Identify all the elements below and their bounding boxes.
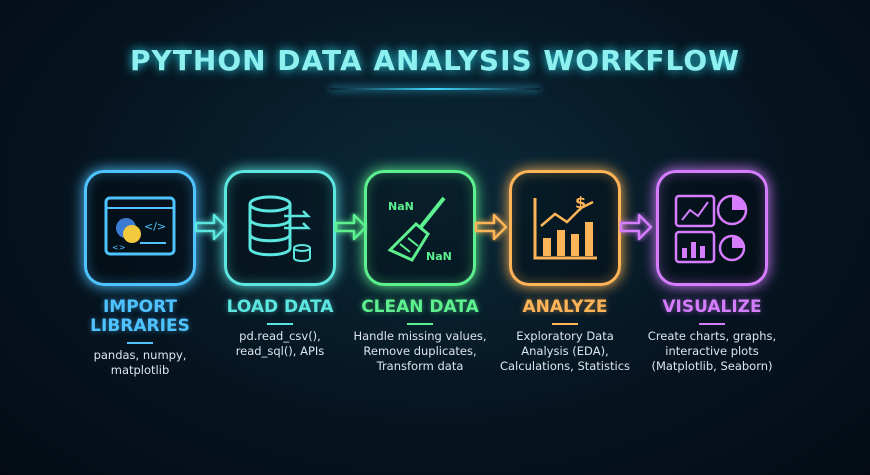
svg-text:<>: <> <box>112 243 125 252</box>
python-code-window-icon: </> <> <box>104 196 176 256</box>
arrow-right-icon <box>334 213 368 241</box>
step-description: Handle missing values, Remove duplicates… <box>353 329 487 373</box>
page-title: PYTHON DATA ANALYSIS WORKFLOW <box>129 44 741 77</box>
label-underline <box>552 323 578 325</box>
trend-chart-icon: $ <box>533 193 597 260</box>
step-box: </> <> <box>84 170 196 286</box>
workflow-step: NaN NaN CLEAN DATA Handle missing values,… <box>350 170 490 374</box>
step-label: VISUALIZE <box>662 297 762 317</box>
workflow-step: LOAD DATA pd.read_csv(), read_sql(), API… <box>210 170 350 359</box>
step-label: CLEAN DATA <box>361 297 479 317</box>
step-description: pd.read_csv(), read_sql(), APIs <box>235 329 325 358</box>
svg-text:</>: </> <box>144 220 166 233</box>
arrow-right-icon <box>619 213 653 241</box>
workflow-step: VISUALIZE Create charts, graphs, interac… <box>642 170 782 374</box>
workflow-step: </> <> IMPORT LIBRARIES pandas, numpy, ma… <box>70 170 210 378</box>
database-icon <box>248 195 312 262</box>
step-box <box>224 170 336 286</box>
step-description: Exploratory Data Analysis (EDA), Calcula… <box>499 329 631 373</box>
step-description: Create charts, graphs, interactive plots… <box>647 329 777 373</box>
arrow-right-icon <box>194 213 228 241</box>
step-description: pandas, numpy, matplotlib <box>93 348 187 377</box>
step-box: NaN NaN <box>364 170 476 286</box>
title-underline <box>330 88 540 90</box>
label-underline <box>407 323 433 325</box>
svg-text:$: $ <box>575 193 586 212</box>
step-box <box>656 170 768 286</box>
step-label: LOAD DATA <box>226 297 334 317</box>
step-label: ANALYZE <box>522 297 608 317</box>
step-label: IMPORT LIBRARIES <box>90 297 190 336</box>
dashboard-charts-icon <box>674 194 748 264</box>
label-underline <box>127 342 153 344</box>
workflow-step: $ ANALYZE Exploratory Data Analysis (EDA… <box>495 170 635 374</box>
step-box: $ <box>509 170 621 286</box>
svg-text:NaN: NaN <box>388 200 414 213</box>
svg-text:NaN: NaN <box>426 250 452 263</box>
broom-nan-icon: NaN NaN <box>387 196 452 263</box>
label-underline <box>699 323 725 325</box>
label-underline <box>267 323 293 325</box>
arrow-right-icon <box>474 213 508 241</box>
